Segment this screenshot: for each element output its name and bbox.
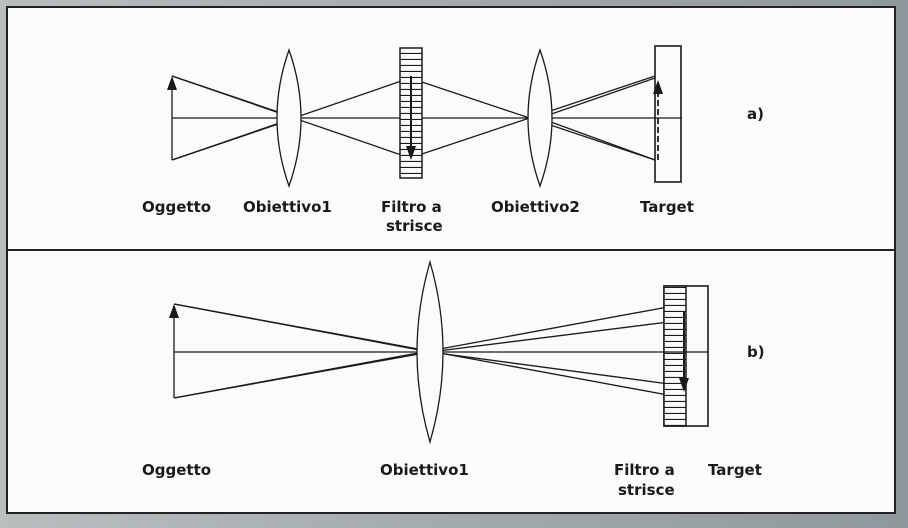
label-target-b: Target — [708, 461, 762, 479]
panel-a — [167, 45, 682, 188]
label-filter-line1-b: Filtro a — [614, 461, 675, 479]
stripe-filter-b — [663, 285, 687, 427]
target-a — [654, 45, 682, 183]
label-target-a: Target — [640, 198, 694, 216]
label-oggetto-b: Oggetto — [142, 461, 212, 479]
label-obiettivo1-a: Obiettivo1 — [243, 198, 332, 216]
lens-2-a — [527, 48, 553, 188]
lens-1-a — [276, 48, 302, 188]
label-filter-line2-a: strisce — [386, 217, 443, 235]
panel-divider — [6, 249, 896, 251]
lens-1-b — [416, 259, 444, 445]
figure-frame — [6, 6, 896, 514]
label-obiettivo1-b: Obiettivo1 — [380, 461, 469, 479]
label-filter-line2-b: strisce — [618, 481, 675, 499]
panel-b-tag: b) — [747, 343, 765, 361]
label-obiettivo2-a: Obiettivo2 — [491, 198, 580, 216]
panel-a-tag: a) — [747, 105, 764, 123]
panel-b — [169, 259, 709, 445]
label-oggetto-a: Oggetto — [142, 198, 212, 216]
label-filter-line1-a: Filtro a — [381, 198, 442, 216]
